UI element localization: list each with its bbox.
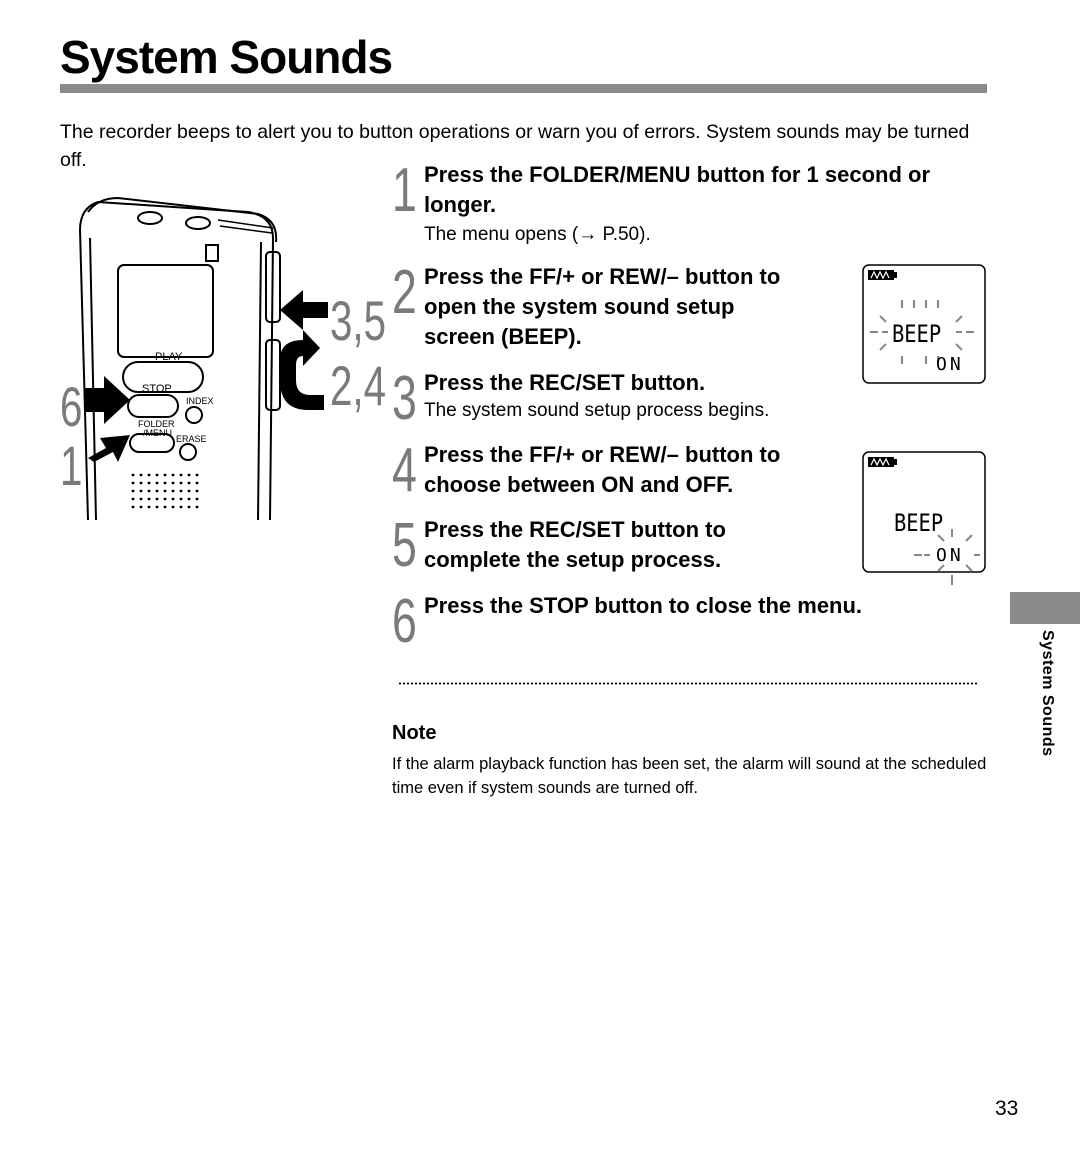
- lcd-1-value: ON: [936, 354, 964, 375]
- page-number: 33: [995, 1097, 1019, 1120]
- lcd-screen-beep-flashing: BEEP ON: [862, 264, 986, 384]
- step-1-description: The menu opens (→ P.50).: [424, 224, 651, 245]
- step-4-title-line1: Press the FF/+ or REW/– button to: [424, 442, 781, 467]
- dotted-separator: [398, 682, 978, 685]
- voice-recorder-illustration: PLAY STOP INDEX FOLDER /MENU ERASE 3,5 2…: [60, 196, 386, 521]
- step-number-1: 1: [392, 156, 417, 225]
- title-rule: [60, 84, 987, 93]
- folder-label: FOLDER: [138, 419, 175, 429]
- page-title: System Sounds: [60, 31, 393, 83]
- section-tab: [1010, 592, 1080, 624]
- lcd-screen-on-flashing: BEEP ON: [862, 451, 986, 585]
- lcd-1-label: BEEP: [892, 320, 941, 348]
- step-5-title-line1: Press the REC/SET button to: [424, 517, 726, 542]
- step-number-6: 6: [392, 587, 417, 656]
- step-2-title-line3: screen (BEEP).: [424, 324, 582, 349]
- stop-label: STOP: [142, 383, 172, 395]
- arrow-right-side-curve: [280, 330, 324, 410]
- step-1-title-line1: Press the FOLDER/MENU button for 1 secon…: [424, 162, 931, 187]
- note-heading: Note: [392, 722, 437, 744]
- callout-6: 6: [60, 377, 82, 439]
- step-1-title-line2: longer.: [424, 192, 497, 217]
- intro-paragraph: The recorder beeps to alert you to butto…: [60, 121, 970, 171]
- index-label: INDEX: [186, 396, 214, 406]
- step-3-description: The system sound setup process begins.: [424, 400, 770, 421]
- play-label: PLAY: [155, 351, 183, 363]
- arrow-left-bottom: [88, 435, 130, 462]
- step-5-title-line2: complete the setup process.: [424, 547, 722, 572]
- step-number-4: 4: [392, 436, 417, 505]
- lcd-2-label: BEEP: [894, 509, 943, 537]
- step-number-5: 5: [392, 511, 417, 580]
- callout-2-4: 2,4: [330, 356, 386, 418]
- step-number-2: 2: [392, 258, 417, 327]
- step-number-3: 3: [392, 364, 417, 433]
- erase-label: ERASE: [176, 434, 207, 444]
- battery-icon: [868, 270, 897, 280]
- callout-1: 1: [60, 436, 82, 498]
- step-6-title: Press the STOP button to close the menu.: [424, 593, 863, 618]
- battery-icon: [868, 457, 897, 467]
- arrow-left-top: [84, 376, 130, 424]
- section-tab-label: System Sounds: [1039, 630, 1056, 757]
- arrow-right-side-top: [280, 290, 328, 330]
- step-3-title: Press the REC/SET button.: [424, 370, 706, 395]
- menu-label: /MENU: [143, 428, 172, 438]
- note-text: If the alarm playback function has been …: [392, 755, 987, 797]
- lcd-2-value: ON: [936, 545, 964, 566]
- step-2-title-line2: open the system sound setup: [424, 294, 735, 319]
- step-4-title-line2: choose between ON and OFF.: [424, 472, 734, 497]
- step-2-title-line1: Press the FF/+ or REW/– button to: [424, 264, 781, 289]
- callout-3-5: 3,5: [330, 291, 386, 353]
